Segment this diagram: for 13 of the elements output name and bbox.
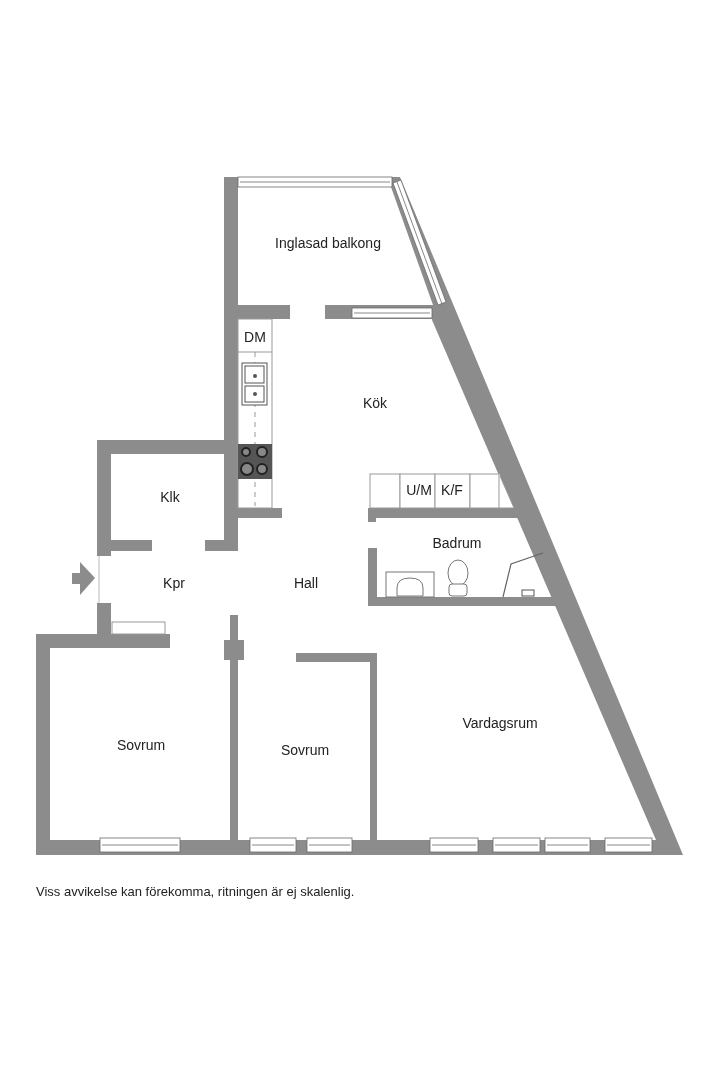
room-label: Klk bbox=[160, 489, 180, 505]
room-label: Kpr bbox=[163, 575, 185, 591]
appliance-label: K/F bbox=[441, 482, 463, 498]
room-label: Sovrum bbox=[116, 737, 166, 753]
room-label: Vardagsrum bbox=[462, 715, 538, 731]
room-label: Sovrum bbox=[280, 742, 330, 758]
appliance-label: U/M bbox=[406, 482, 432, 498]
room-label: Badrum bbox=[432, 535, 482, 551]
room-label: Kök bbox=[362, 395, 388, 411]
appliance-label: DM bbox=[244, 329, 266, 345]
caption: Viss avvikelse kan förekomma, ritningen är ej skalenlig. bbox=[36, 884, 355, 899]
room-label: Inglasad balkong bbox=[275, 235, 381, 251]
room-label: Hall bbox=[293, 575, 319, 591]
